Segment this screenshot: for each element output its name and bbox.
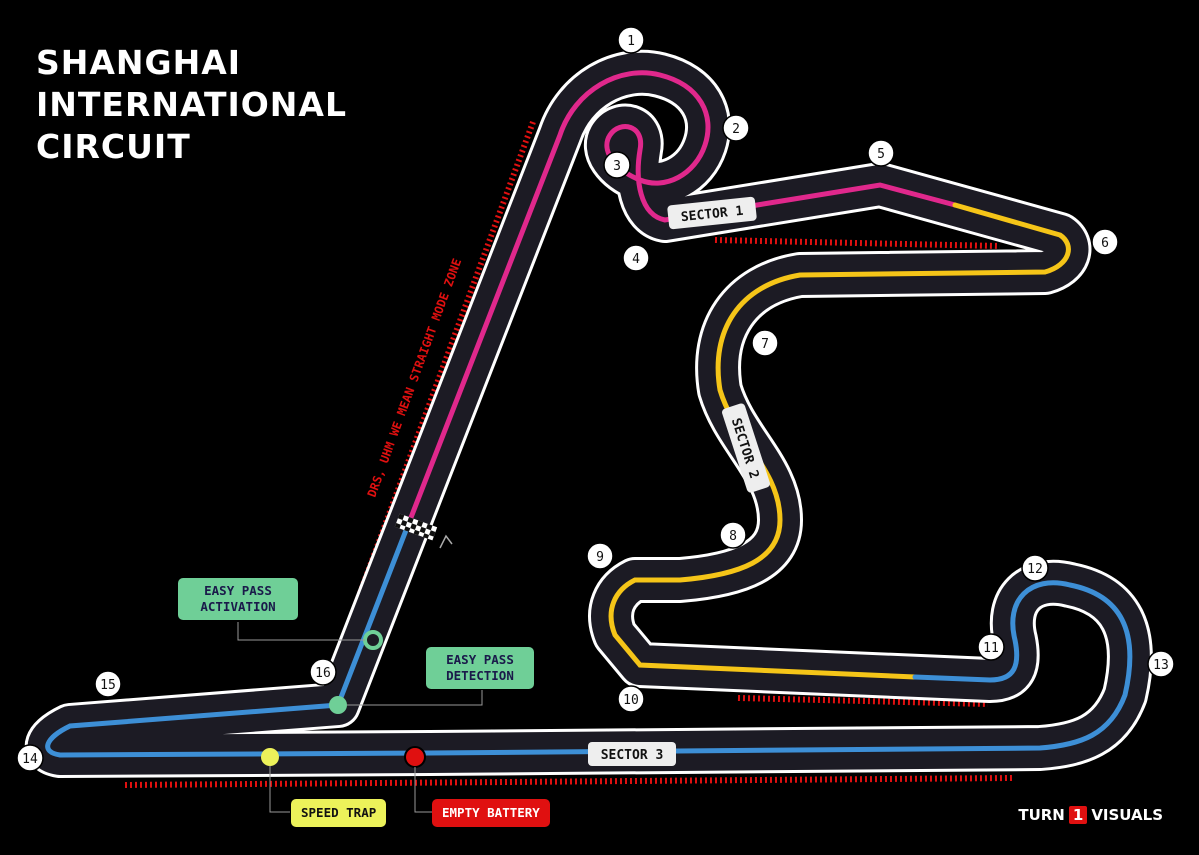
turn-1-marker: 1 bbox=[617, 26, 645, 54]
turn-3-marker: 3 bbox=[603, 151, 631, 179]
turn-number: 8 bbox=[729, 529, 737, 544]
easy-pass-detection-tag: EASY PASS DETECTION bbox=[426, 647, 534, 689]
turn-12-marker: 12 bbox=[1021, 554, 1049, 582]
turn-number: 2 bbox=[732, 122, 740, 137]
turn-14-marker: 14 bbox=[16, 744, 44, 772]
turn-13-marker: 13 bbox=[1147, 650, 1175, 678]
turn-number: 7 bbox=[761, 337, 769, 352]
turn1-visuals-logo: TURN 1 VISUALS bbox=[1018, 806, 1163, 824]
turn-10-marker: 10 bbox=[617, 685, 645, 713]
turn-8-marker: 8 bbox=[719, 521, 747, 549]
turn-number: 13 bbox=[1153, 658, 1169, 673]
turn-number: 6 bbox=[1101, 236, 1109, 251]
turn-4-marker: 4 bbox=[622, 244, 650, 272]
direction-arrow-icon bbox=[439, 534, 453, 549]
track-outline bbox=[24, 49, 1153, 778]
sector-3-label: SECTOR 3 bbox=[588, 742, 676, 766]
easy-pass-activation-tag: EASY PASS ACTIVATION bbox=[178, 578, 298, 620]
marker-leaders bbox=[237, 622, 483, 813]
circuit-title-line-2: INTERNATIONAL bbox=[36, 85, 347, 124]
turn-6-marker: 6 bbox=[1091, 228, 1119, 256]
brand-suffix: VISUALS bbox=[1091, 806, 1163, 824]
turn-number: 11 bbox=[983, 641, 999, 656]
empty-battery-dot bbox=[404, 746, 426, 768]
turn-number: 3 bbox=[613, 159, 621, 174]
turn-number: 10 bbox=[623, 693, 639, 708]
speed-trap-tag: SPEED TRAP bbox=[291, 799, 387, 827]
turn-5-marker: 5 bbox=[867, 139, 895, 167]
turn-11-marker: 11 bbox=[977, 633, 1005, 661]
svg-text:SECTOR 3: SECTOR 3 bbox=[601, 748, 664, 763]
brand-prefix: TURN bbox=[1018, 806, 1065, 824]
turn-2-marker: 2 bbox=[722, 114, 750, 142]
brand-number: 1 bbox=[1068, 806, 1088, 824]
turn-number: 16 bbox=[315, 666, 331, 681]
easy-pass-detection-dot bbox=[329, 696, 347, 714]
svg-text:SECTOR 1: SECTOR 1 bbox=[680, 204, 744, 225]
turn-number: 4 bbox=[632, 252, 640, 267]
turn-number: 1 bbox=[627, 34, 635, 49]
sector-3-line bbox=[45, 517, 1133, 758]
turn-number: 5 bbox=[877, 147, 885, 162]
turn-number: 15 bbox=[100, 678, 116, 693]
turn-7-marker: 7 bbox=[751, 329, 779, 357]
sector-1-line bbox=[407, 70, 958, 523]
circuit-title-line-1: SHANGHAI bbox=[36, 43, 242, 82]
turn-16-marker: 16 bbox=[309, 658, 337, 686]
turn-15-marker: 15 bbox=[94, 670, 122, 698]
turn-number: 14 bbox=[22, 752, 38, 767]
turn-number: 9 bbox=[596, 550, 604, 565]
drs-zone-markers bbox=[124, 120, 1013, 788]
empty-battery-tag: EMPTY BATTERY bbox=[432, 799, 550, 827]
sector-1-label: SECTOR 1 bbox=[667, 196, 757, 230]
circuit-title-line-3: CIRCUIT bbox=[36, 127, 191, 166]
turn-9-marker: 9 bbox=[586, 542, 614, 570]
track-surface bbox=[27, 52, 1150, 775]
turn-number: 12 bbox=[1027, 562, 1043, 577]
speed-trap-dot bbox=[261, 748, 279, 766]
easy-pass-activation-dot bbox=[363, 630, 383, 650]
start-finish-line bbox=[394, 513, 438, 541]
